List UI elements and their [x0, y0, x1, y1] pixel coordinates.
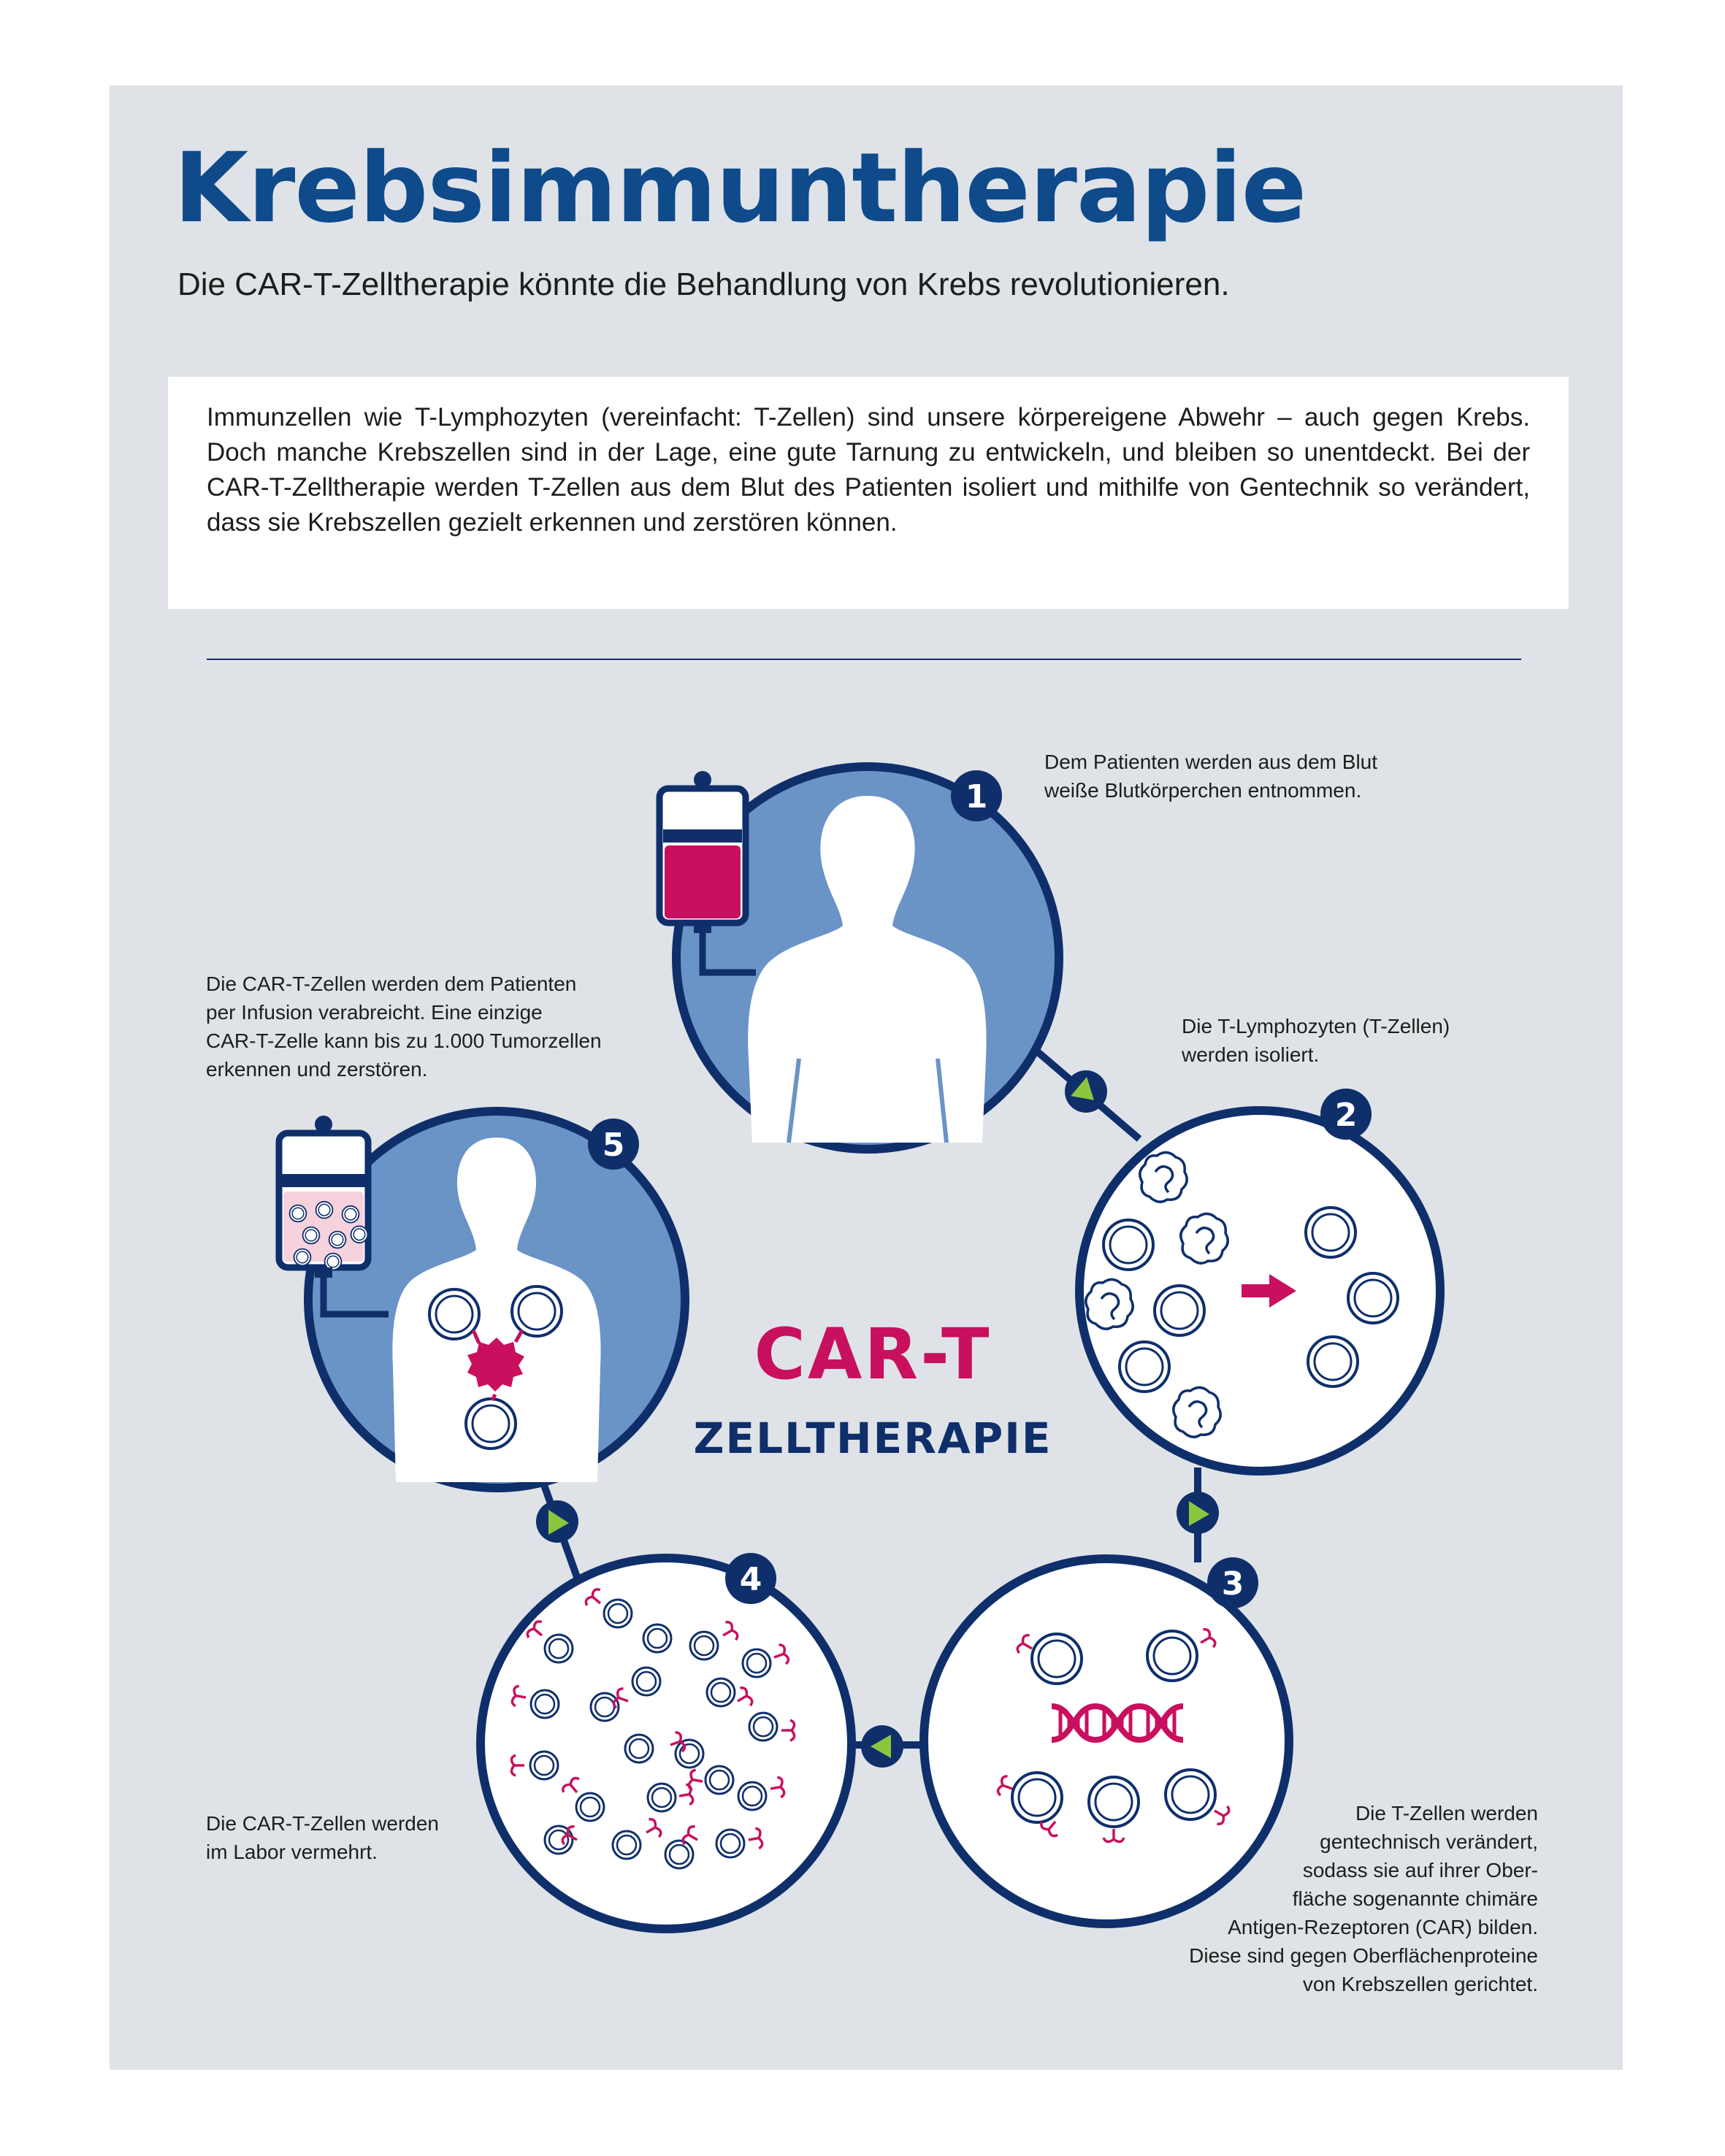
center-label-car-t: CAR-T — [754, 1313, 992, 1395]
dna-icon — [1051, 1703, 1184, 1743]
intro-text: Immunzellen wie T-Lymphozyten (vereinfac… — [207, 403, 1530, 537]
step-4-caption-line: Die CAR-T-Zellen werden — [206, 1812, 439, 1835]
section-divider — [207, 659, 1521, 660]
step-1-caption-line: Dem Patienten werden aus dem Blut — [1044, 751, 1378, 773]
arrow-badge-4 — [536, 1500, 578, 1543]
page-subtitle: Die CAR-T-Zelltherapie könnte die Behand… — [177, 266, 1230, 302]
step-3-caption-line: von Krebszellen gerichtet. — [1302, 1973, 1538, 1995]
step-2-number: 2 — [1335, 1097, 1358, 1134]
step-4-caption-line: im Labor vermehrt. — [206, 1841, 378, 1863]
intro-box — [168, 377, 1569, 609]
arrow-right-icon — [1242, 1274, 1296, 1308]
step-3-number: 3 — [1222, 1565, 1244, 1603]
arrow-right-icon — [1189, 1501, 1209, 1526]
step-3-caption-line: Die T-Zellen werden — [1355, 1802, 1538, 1825]
blood-bag-icon — [656, 771, 756, 976]
step-1-caption-line: weiße Blutkörperchen entnommen. — [1044, 779, 1362, 802]
infusion-bag-icon — [275, 1116, 389, 1318]
step-3-caption: Die T-Zellen werden gentechnisch verände… — [1027, 1799, 1538, 1998]
arrow-right-icon — [1071, 1077, 1094, 1100]
arrow-right-icon — [548, 1510, 569, 1535]
arrow-badge-1 — [1065, 1070, 1107, 1113]
step-5-caption-line: CAR-T-Zelle kann bis zu 1.000 Tumorzelle… — [206, 1029, 602, 1052]
step-3-caption-line: gentechnisch verändert, — [1320, 1830, 1538, 1853]
step-4-circle: 4 — [476, 1553, 856, 1933]
human-silhouette-icon — [392, 1138, 601, 1482]
center-label-zelltherapie: ZELLTHERAPIE — [694, 1413, 1052, 1463]
step-5-caption-line: erkennen und zerstören. — [206, 1058, 428, 1081]
step-5-number: 5 — [603, 1127, 625, 1164]
step-1-number: 1 — [965, 778, 988, 816]
step-3-caption-line: Diese sind gegen Oberflächenproteine — [1189, 1944, 1538, 1967]
step-2-caption-line: werden isoliert. — [1182, 1043, 1320, 1066]
step-1-circle: 1 — [656, 762, 1063, 1154]
page-title: Krebsimmuntherapie — [174, 132, 1307, 245]
step-2-circle: 2 — [1075, 1089, 1445, 1476]
step-5-circle: 5 — [275, 1107, 689, 1492]
step-3-circle: 3 — [919, 1554, 1293, 1928]
step-4-number: 4 — [740, 1561, 762, 1598]
step-5-caption-line: per Infusion verabreicht. Eine einzige — [206, 1001, 543, 1024]
step-1-caption: Dem Patienten werden aus dem Blut weiße … — [1044, 748, 1377, 805]
arrow-badge-3 — [861, 1725, 903, 1768]
step-2-caption: Die T-Lymphozyten (T-Zellen) werden isol… — [1182, 1012, 1450, 1069]
step-5-caption-line: Die CAR-T-Zellen werden dem Patienten — [206, 972, 577, 995]
step-3-caption-line: fläche sogenannte chimäre — [1292, 1887, 1538, 1910]
step-3-caption-line: sodass sie auf ihrer Ober- — [1302, 1859, 1538, 1881]
step-2-caption-line: Die T-Lymphozyten (T-Zellen) — [1182, 1015, 1450, 1037]
step-5-caption: Die CAR-T-Zellen werden dem Patienten pe… — [206, 970, 602, 1083]
human-silhouette-icon — [748, 796, 987, 1143]
step-3-caption-line: Antigen-Rezeptoren (CAR) bilden. — [1228, 1916, 1538, 1938]
arrow-left-icon — [871, 1735, 891, 1758]
step-4-caption: Die CAR-T-Zellen werden im Labor vermehr… — [206, 1809, 439, 1866]
arrow-badge-2 — [1177, 1492, 1219, 1534]
tumor-cell-icon — [467, 1329, 524, 1402]
